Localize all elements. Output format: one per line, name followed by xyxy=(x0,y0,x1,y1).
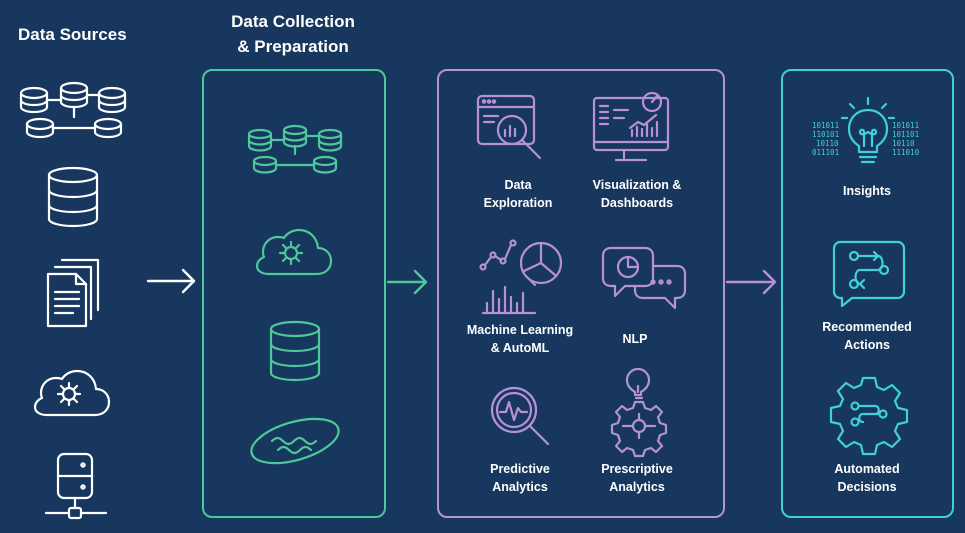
recommended-actions-label: Recommended Actions xyxy=(800,318,934,354)
analytics-item-label: Machine Learning & AutoML xyxy=(452,321,588,357)
flow-bubble-icon xyxy=(832,240,906,308)
data-exploration-line1: Data xyxy=(504,178,532,192)
magnifier-window-icon xyxy=(476,94,542,160)
analytics-item-label: Data Exploration xyxy=(452,176,584,212)
database-icon xyxy=(47,166,99,228)
server-network-icon xyxy=(44,452,108,520)
visualization-line1: Visualization & xyxy=(592,178,682,192)
predictive-line1: Predictive xyxy=(490,462,550,476)
insights-line1: Insights xyxy=(843,184,891,198)
automated-line1: Automated xyxy=(834,462,900,476)
nlp-line1: NLP xyxy=(622,332,648,346)
data-exploration-line2: Exploration xyxy=(483,196,553,210)
documents-icon xyxy=(46,258,100,328)
predictive-line2: Analytics xyxy=(492,480,548,494)
ml-chart-icon xyxy=(479,239,563,315)
chat-bubbles-icon xyxy=(601,246,687,310)
flow-arrow-3 xyxy=(725,269,777,295)
data-lake-icon xyxy=(250,417,340,465)
binary-right-row: 101101 xyxy=(892,130,919,139)
machine-learning-line1: Machine Learning xyxy=(466,323,574,337)
outcomes-panel xyxy=(781,69,954,518)
automated-line2: Decisions xyxy=(837,480,897,494)
cloud-gear-icon xyxy=(255,228,333,276)
data-collection-title-line2: & Preparation xyxy=(237,37,349,56)
analytics-item-label: Visualization & Dashboards xyxy=(575,176,699,212)
data-sources-title: Data Sources xyxy=(18,25,127,44)
analytics-item-label: NLP xyxy=(590,330,680,348)
gear-bulb-icon xyxy=(610,367,668,458)
linked-databases-icon xyxy=(19,81,127,139)
binary-right-row: 10110 xyxy=(892,139,915,148)
data-collection-title: Data Collection & Preparation xyxy=(213,9,373,59)
binary-left-row: 110101 xyxy=(812,130,839,139)
prescriptive-line2: Analytics xyxy=(609,480,665,494)
analytics-panel xyxy=(437,69,725,518)
binary-left-row: 011101 xyxy=(812,148,839,157)
predictive-magnifier-icon xyxy=(490,386,550,446)
cloud-gear-icon xyxy=(33,369,111,417)
gear-flow-icon xyxy=(829,376,909,456)
recommended-line1: Recommended xyxy=(822,320,912,334)
visualization-line2: Dashboards xyxy=(600,196,674,210)
insights-label: Insights xyxy=(800,182,934,200)
machine-learning-line2: & AutoML xyxy=(490,341,550,355)
lightbulb-binary-icon: 101011 110101 10110 011101 101011 101101… xyxy=(812,96,920,164)
analytics-item-label: Predictive Analytics xyxy=(460,460,580,496)
linked-databases-icon xyxy=(247,124,343,174)
flow-arrow-2 xyxy=(386,269,428,295)
automated-decisions-label: Automated Decisions xyxy=(800,460,934,496)
prescriptive-line1: Prescriptive xyxy=(601,462,673,476)
flow-arrow-1 xyxy=(146,268,196,294)
database-icon xyxy=(269,320,321,382)
binary-right-row: 111010 xyxy=(892,148,920,157)
data-collection-panel xyxy=(202,69,386,518)
binary-left-row: 101011 xyxy=(812,121,839,130)
dashboard-monitor-icon xyxy=(592,91,670,162)
analytics-item-label: Prescriptive Analytics xyxy=(577,460,697,496)
recommended-line2: Actions xyxy=(844,338,890,352)
binary-left-row: 10110 xyxy=(816,139,839,148)
binary-right-row: 101011 xyxy=(892,121,919,130)
data-collection-title-line1: Data Collection xyxy=(231,12,355,31)
